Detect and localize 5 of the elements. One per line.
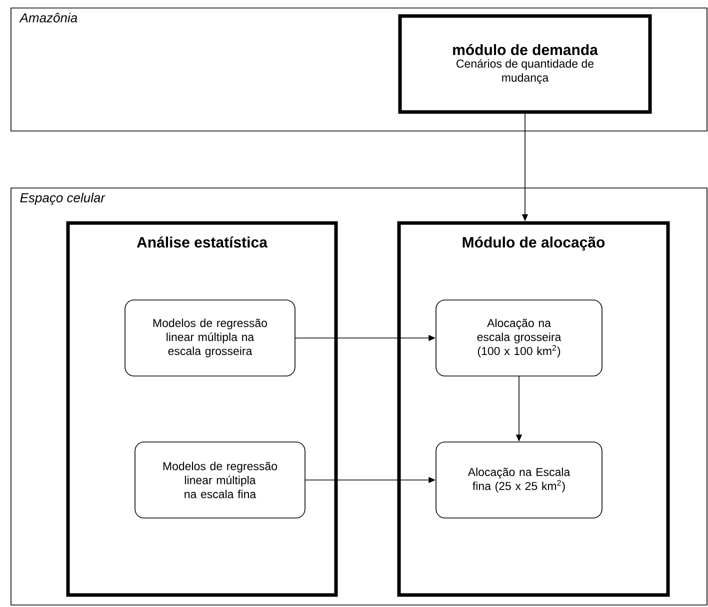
process-box: Modelos de regressão linear múltipla na escala grosseira bbox=[124, 300, 296, 376]
process-box: Alocação na Escala fina (25 x 25 km$^{2}$) bbox=[436, 442, 602, 518]
module-box: módulo de demanda Cenários de quantidade de mudança bbox=[398, 14, 652, 114]
process-box: Alocação na escala grosseira (100 x 100 km$^{2}$) bbox=[436, 300, 602, 376]
process-box: Modelos de regressão linear múltipla na escala fina bbox=[134, 442, 306, 518]
